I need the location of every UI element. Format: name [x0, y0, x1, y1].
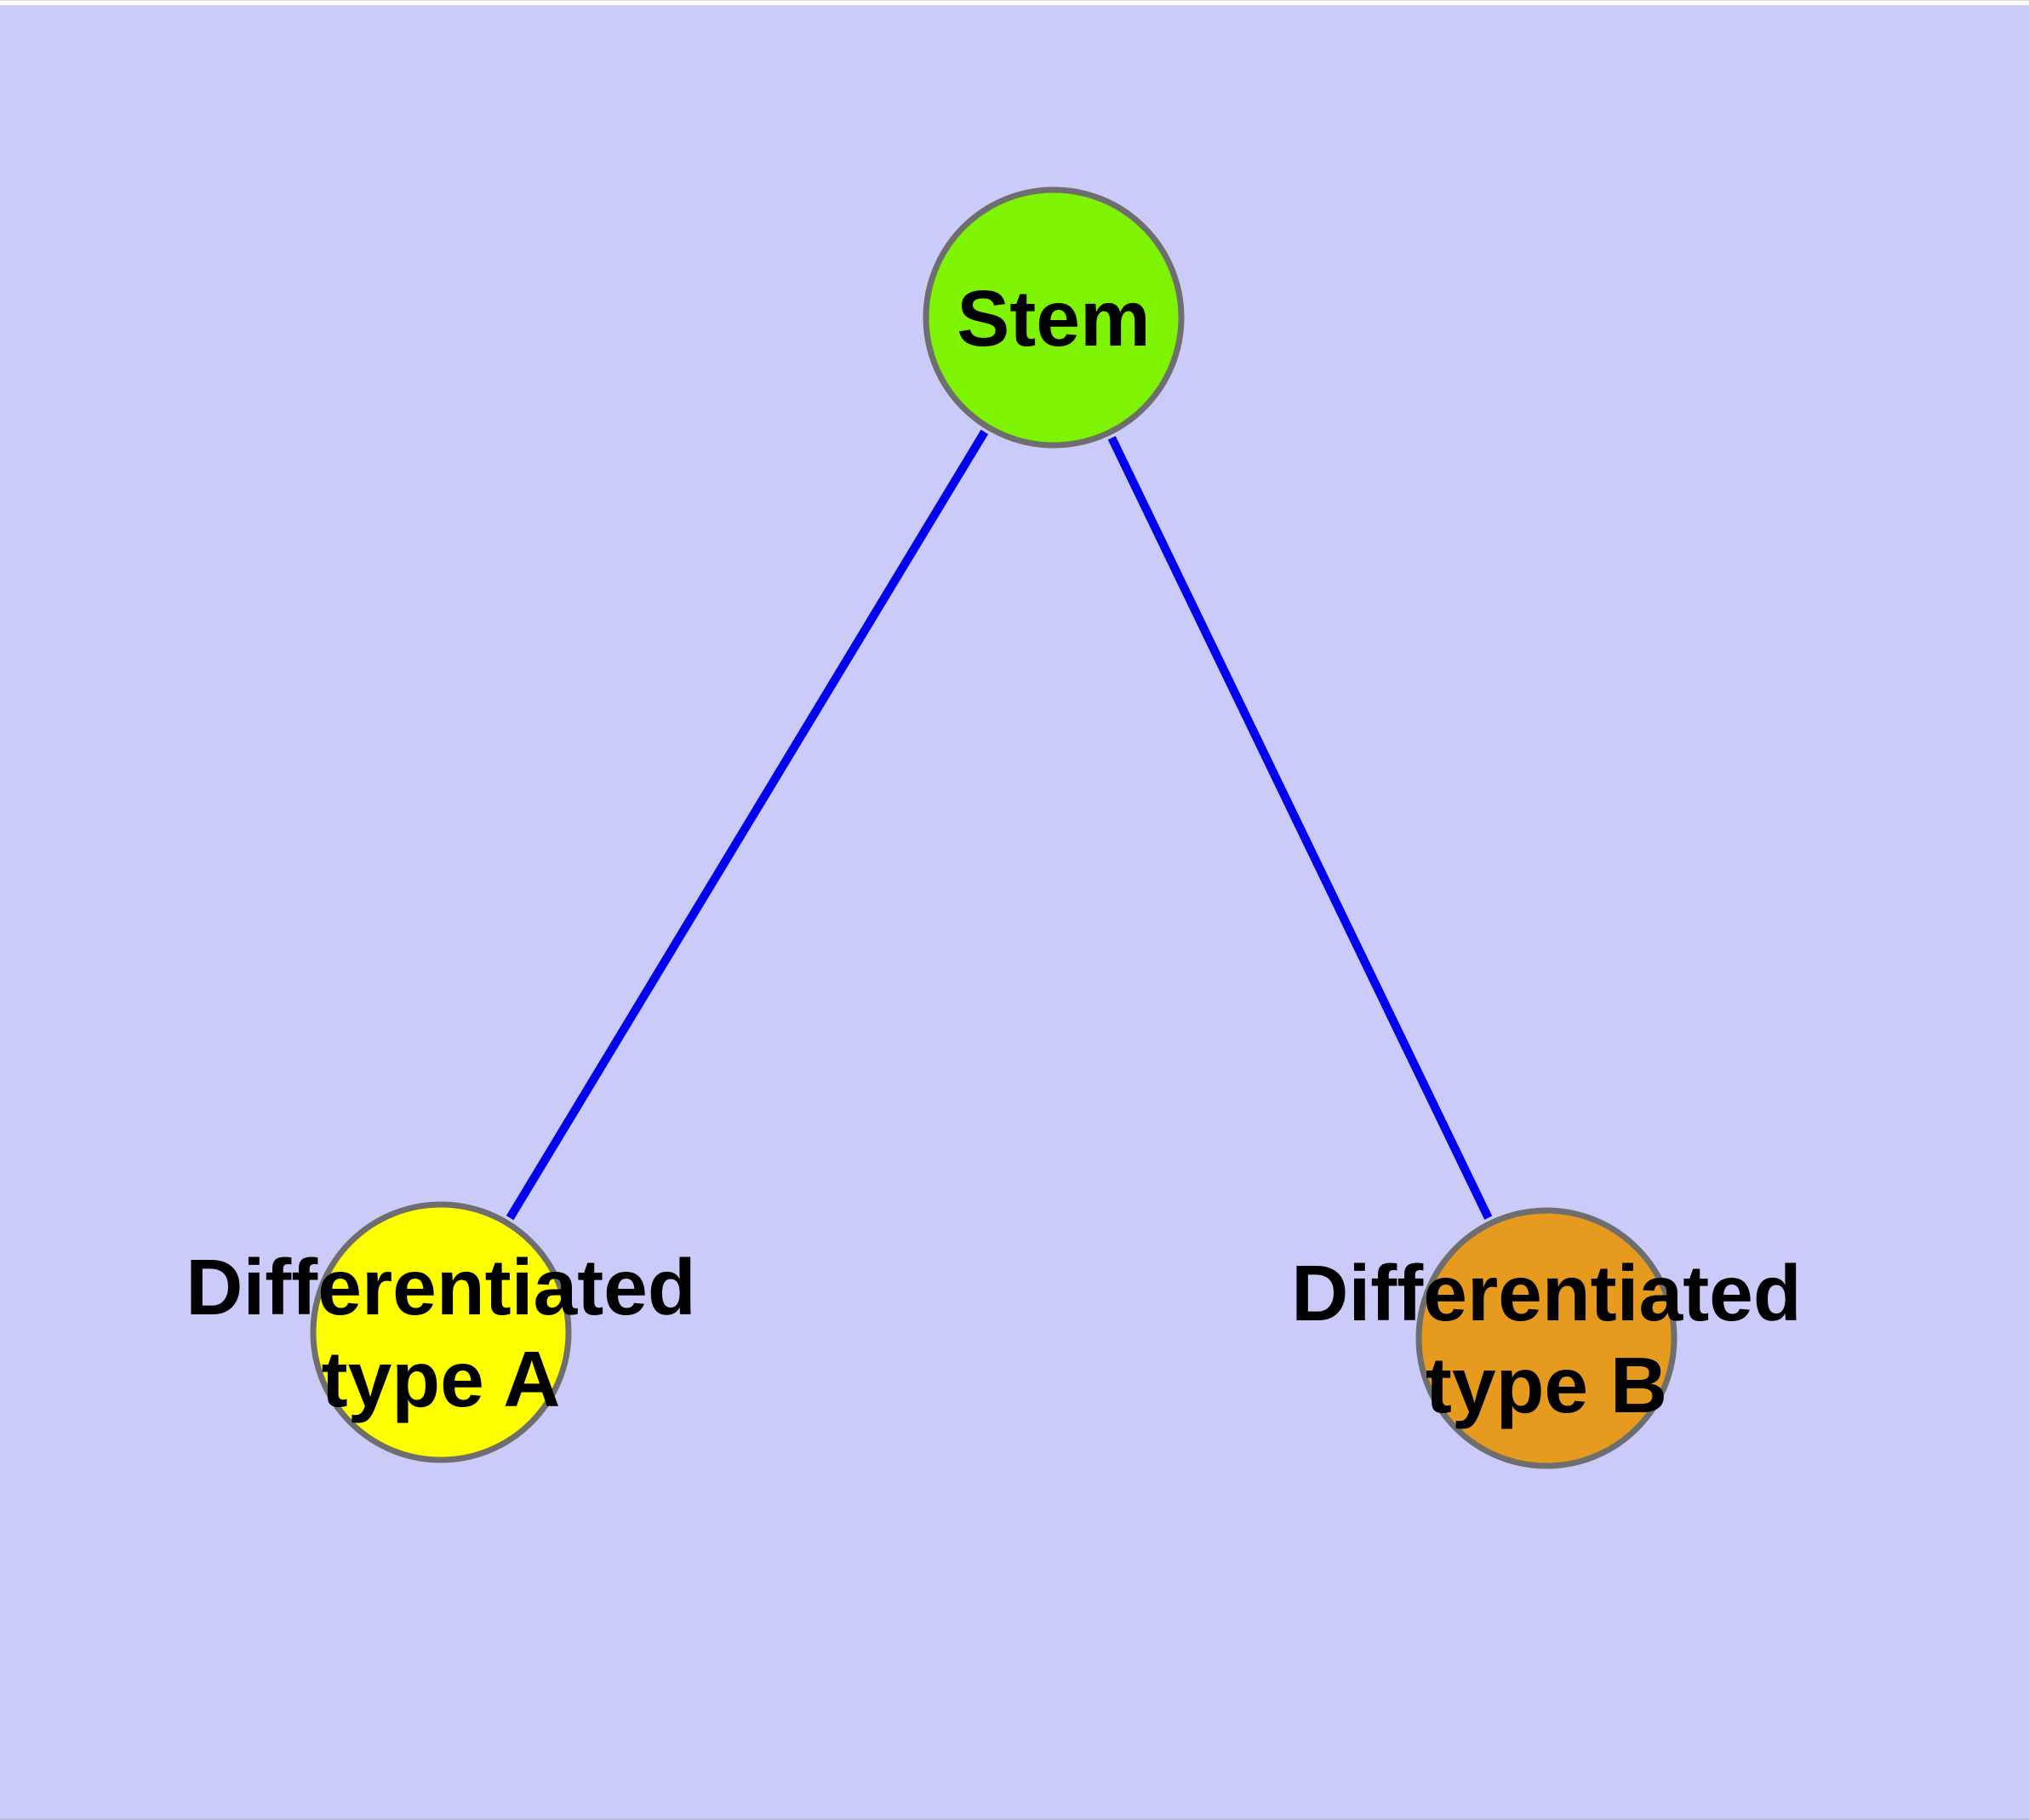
node-label-line: Differentiated — [186, 1243, 695, 1331]
window-top-edge — [0, 0, 2029, 5]
node-label-stem: Stem — [957, 274, 1150, 363]
node-circle-type-b — [1415, 1207, 1677, 1469]
node-label-line: Stem — [957, 274, 1150, 363]
node-circle-type-a — [310, 1201, 572, 1463]
edge-stem-type-b — [1107, 436, 1493, 1220]
node-label-line: type A — [322, 1335, 561, 1423]
node-label-line: type B — [1426, 1341, 1667, 1429]
edges-layer — [506, 429, 1493, 1221]
node-label-line: Differentiated — [1291, 1249, 1801, 1337]
window-bottom-edge — [0, 1818, 2029, 1820]
node-circle-stem — [923, 186, 1185, 449]
node-stem: Stem — [923, 186, 1185, 449]
edge-stem-type-a — [506, 429, 989, 1221]
